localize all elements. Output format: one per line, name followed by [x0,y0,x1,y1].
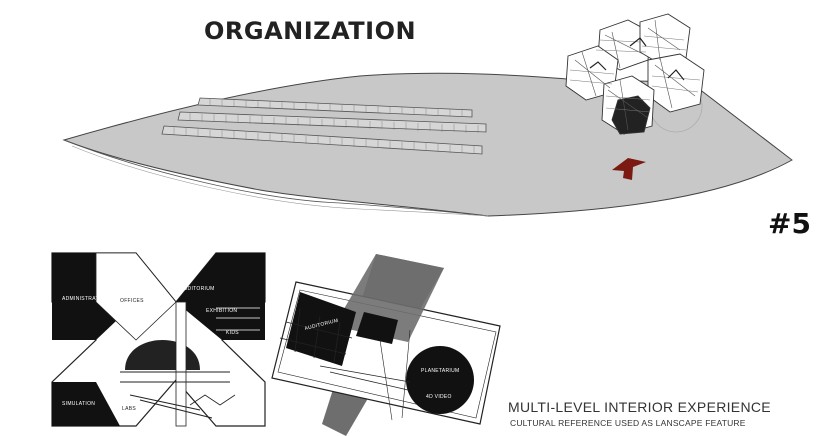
label-simulation: SIMULATION [62,401,95,407]
entrance-arrow-icon [612,158,646,180]
building-model [565,13,705,135]
parking-stalls [173,99,479,154]
page-title: ORGANIZATION [204,17,417,45]
label-labs: LABS [122,406,136,412]
caption-main: MULTI-LEVEL INTERIOR EXPERIENCE [508,399,771,415]
option-number: #5 [768,207,811,240]
label-exhibition: EXHIBITION [206,308,237,314]
plan-left: ADMINISTRATIVE OFFICES AUDITORIUM EXHIBI… [51,252,266,427]
plan-right: AUDITORIUM PLANETARIUM 4D VIDEO [271,254,501,436]
label-planetarium: PLANETARIUM [421,368,460,374]
label-offices: OFFICES [120,298,144,304]
label-4d-video: 4D VIDEO [426,394,452,400]
label-kids: KIDS [226,330,239,336]
caption-sub: CULTURAL REFERENCE USED AS LANSCAPE FEAT… [510,418,746,428]
label-auditorium-left: AUDITORIUM [180,286,215,292]
label-administrative: ADMINISTRATIVE [62,296,108,302]
